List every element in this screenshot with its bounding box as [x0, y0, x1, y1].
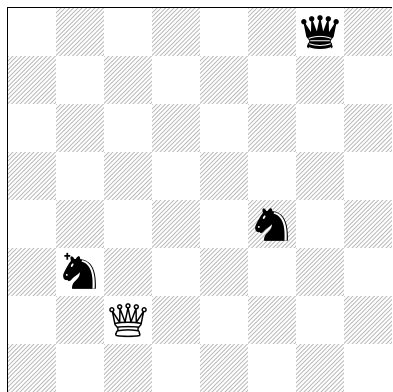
square-h3[interactable] [344, 248, 392, 296]
square-f8[interactable] [248, 8, 296, 56]
square-b5[interactable] [56, 152, 104, 200]
square-g6[interactable] [296, 104, 344, 152]
square-e6[interactable] [200, 104, 248, 152]
square-a3[interactable] [8, 248, 56, 296]
square-c3[interactable] [104, 248, 152, 296]
square-e5[interactable] [200, 152, 248, 200]
square-a7[interactable] [8, 56, 56, 104]
square-h7[interactable] [344, 56, 392, 104]
square-d6[interactable] [152, 104, 200, 152]
square-e1[interactable] [200, 344, 248, 392]
square-g2[interactable] [296, 296, 344, 344]
square-g5[interactable] [296, 152, 344, 200]
square-d1[interactable] [152, 344, 200, 392]
square-b4[interactable] [56, 200, 104, 248]
square-c2[interactable] [104, 296, 152, 344]
square-h8[interactable] [344, 8, 392, 56]
white-queen-icon[interactable] [104, 296, 152, 344]
square-c8[interactable] [104, 8, 152, 56]
square-f2[interactable] [248, 296, 296, 344]
square-h1[interactable] [344, 344, 392, 392]
square-h6[interactable] [344, 104, 392, 152]
square-a5[interactable] [8, 152, 56, 200]
square-b3[interactable] [56, 248, 104, 296]
square-d8[interactable] [152, 8, 200, 56]
square-h2[interactable] [344, 296, 392, 344]
chess-board[interactable] [8, 8, 392, 392]
square-d3[interactable] [152, 248, 200, 296]
square-f6[interactable] [248, 104, 296, 152]
square-h5[interactable] [344, 152, 392, 200]
square-b6[interactable] [56, 104, 104, 152]
square-f1[interactable] [248, 344, 296, 392]
square-d4[interactable] [152, 200, 200, 248]
square-g7[interactable] [296, 56, 344, 104]
square-a8[interactable] [8, 8, 56, 56]
square-f4[interactable] [248, 200, 296, 248]
square-g3[interactable] [296, 248, 344, 296]
square-e7[interactable] [200, 56, 248, 104]
black-king-knight-icon[interactable] [56, 248, 104, 296]
square-b1[interactable] [56, 344, 104, 392]
square-c1[interactable] [104, 344, 152, 392]
square-d7[interactable] [152, 56, 200, 104]
square-a4[interactable] [8, 200, 56, 248]
black-queen-icon[interactable] [296, 8, 344, 56]
square-g8[interactable] [296, 8, 344, 56]
square-a2[interactable] [8, 296, 56, 344]
square-b7[interactable] [56, 56, 104, 104]
square-c6[interactable] [104, 104, 152, 152]
square-a1[interactable] [8, 344, 56, 392]
square-e8[interactable] [200, 8, 248, 56]
square-c4[interactable] [104, 200, 152, 248]
black-knight-icon[interactable] [248, 200, 296, 248]
square-e4[interactable] [200, 200, 248, 248]
square-g4[interactable] [296, 200, 344, 248]
square-f7[interactable] [248, 56, 296, 104]
square-g1[interactable] [296, 344, 344, 392]
square-d5[interactable] [152, 152, 200, 200]
square-d2[interactable] [152, 296, 200, 344]
square-h4[interactable] [344, 200, 392, 248]
square-a6[interactable] [8, 104, 56, 152]
square-e2[interactable] [200, 296, 248, 344]
square-c5[interactable] [104, 152, 152, 200]
square-e3[interactable] [200, 248, 248, 296]
square-f5[interactable] [248, 152, 296, 200]
square-b8[interactable] [56, 8, 104, 56]
square-c7[interactable] [104, 56, 152, 104]
square-f3[interactable] [248, 248, 296, 296]
square-b2[interactable] [56, 296, 104, 344]
